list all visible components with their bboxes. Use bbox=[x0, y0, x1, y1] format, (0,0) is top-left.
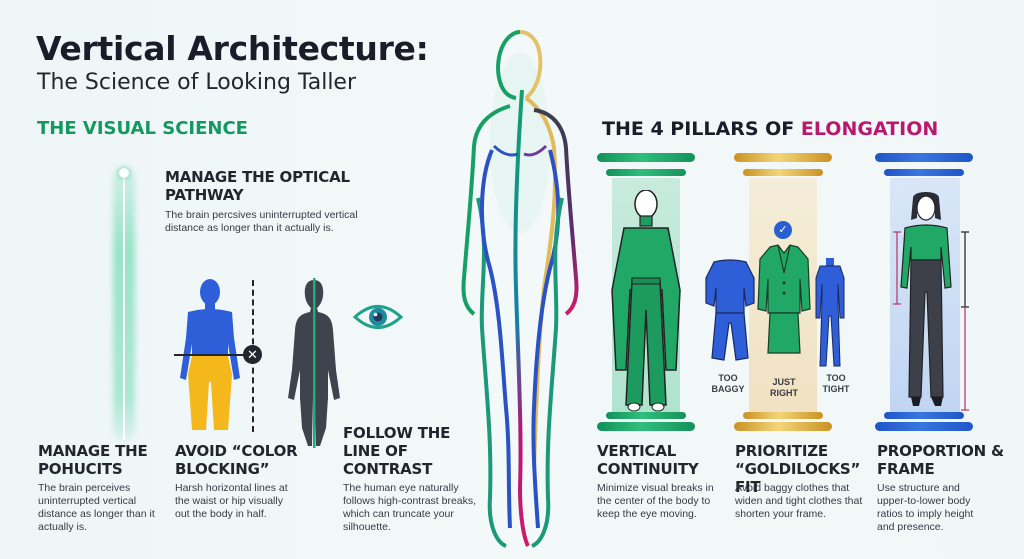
manage-heading: MANAGE THE POHUCITS bbox=[38, 442, 148, 478]
long-coat-outfit-icon bbox=[606, 190, 686, 415]
fitted-suit-outfit-icon bbox=[756, 243, 812, 355]
pillar-gold-cap-top bbox=[734, 153, 832, 162]
pillar-blue-cap-mid bbox=[884, 169, 964, 176]
proportion-frame-text: Use structure and upper-to-lower body ra… bbox=[877, 482, 974, 533]
baggy-outfit-icon bbox=[704, 258, 756, 368]
optical-pathway-heading: MANAGE THE OPTICAL PATHWAY bbox=[165, 168, 350, 204]
pillars-heading-prefix: THE 4 PILLARS OF bbox=[602, 118, 801, 140]
pillar-blue-base-mid bbox=[884, 412, 964, 419]
pillar-green-base bbox=[597, 422, 695, 431]
checkmark-icon: ✓ bbox=[774, 221, 792, 239]
pillar-gold-base bbox=[734, 422, 832, 431]
tight-outfit-icon bbox=[814, 258, 846, 370]
close-icon: ✕ bbox=[243, 345, 262, 364]
just-right-label: JUST RIGHT bbox=[770, 377, 798, 398]
eye-icon bbox=[352, 302, 404, 332]
too-baggy-label: TOO BAGGY bbox=[711, 373, 745, 394]
central-body-illustration bbox=[450, 28, 590, 558]
goldilocks-fit-heading: PRIORITIZE “GOLDILOCKS” FIT bbox=[735, 442, 861, 496]
avoid-color-blocking-heading: AVOID “COLOR BLOCKING” bbox=[175, 442, 298, 478]
color-block-figure-icon bbox=[170, 278, 250, 430]
pillar-green-cap-mid bbox=[606, 169, 686, 176]
vertical-line-dot bbox=[119, 168, 129, 178]
pillar-green-base-mid bbox=[606, 412, 686, 419]
pillar-blue-base bbox=[875, 422, 973, 431]
avoid-color-blocking-text: Harsh horizontal lines at the waist or h… bbox=[175, 482, 288, 520]
vertical-continuity-heading: VERTICAL CONTINUITY bbox=[597, 442, 699, 478]
vertical-line-icon bbox=[123, 172, 125, 440]
pillar-green-cap-top bbox=[597, 153, 695, 162]
follow-line-heading: FOLLOW THE LINE OF CONTRAST bbox=[343, 424, 451, 478]
pillar-gold-cap-mid bbox=[743, 169, 823, 176]
contrast-line-figure-icon bbox=[282, 278, 346, 448]
page-subtitle: The Science of Looking Taller bbox=[37, 70, 357, 95]
proportion-frame-heading: PROPORTION & FRAME bbox=[877, 442, 1004, 478]
horizontal-break-line bbox=[174, 354, 252, 356]
goldilocks-fit-text: Avoid baggy clothes that widen and tight… bbox=[735, 482, 863, 520]
proportion-outfit-icon bbox=[883, 192, 973, 417]
optical-pathway-text: The brain percsives uninterrupted vertic… bbox=[165, 209, 358, 234]
pillars-heading-accent: ELONGATION bbox=[800, 118, 939, 140]
pillar-gold-base-mid bbox=[743, 412, 823, 419]
too-tight-label: TOO TIGHT bbox=[822, 373, 850, 394]
manage-text: The brain perceives uninterrupted vertic… bbox=[38, 482, 155, 533]
page-title: Vertical Architecture: bbox=[36, 29, 429, 68]
visual-science-heading: THE VISUAL SCIENCE bbox=[37, 118, 248, 139]
vertical-continuity-text: Minimize visual breaks in the center of … bbox=[597, 482, 714, 520]
follow-line-text: The human eye naturally follows high-con… bbox=[343, 482, 477, 533]
pillar-blue-cap-top bbox=[875, 153, 973, 162]
pillars-heading: THE 4 PILLARS OF ELONGATION bbox=[602, 118, 938, 140]
